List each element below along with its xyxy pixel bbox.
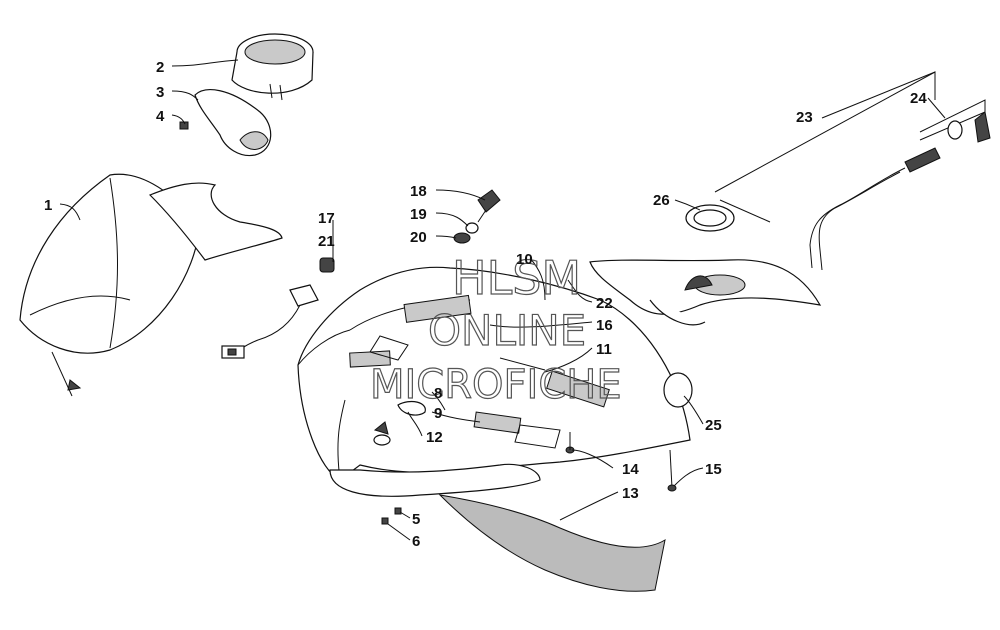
callout-15: 15: [705, 461, 722, 478]
callout-20: 20: [410, 229, 427, 246]
callout-25: 25: [705, 417, 722, 434]
light-socket: [221, 257, 335, 359]
dash-panel: [297, 266, 691, 497]
plug-cover: [663, 372, 693, 408]
watermark-line1: HLSM: [452, 251, 581, 305]
cap-ring: [685, 204, 735, 232]
callout-24: 24: [910, 90, 927, 107]
callout-2: 2: [156, 59, 164, 76]
callout-17: 17: [318, 210, 335, 227]
gauge: [231, 33, 314, 101]
fasteners: [373, 400, 677, 525]
callout-8: 8: [434, 385, 442, 402]
callout-labels: 1 2 3 4 5 6 8 9 10 11 12 13 14 15 16 17 …: [44, 59, 927, 550]
callout-12: 12: [426, 429, 443, 446]
callout-4: 4: [156, 108, 165, 125]
callout-5: 5: [412, 511, 420, 528]
callout-18: 18: [410, 183, 427, 200]
side-console: [589, 259, 822, 326]
callout-21: 21: [318, 233, 335, 250]
watermark-line3: MICROFICHE: [370, 362, 622, 408]
throttle-cable: [714, 71, 991, 271]
watermark-line2: ONLINE: [428, 306, 586, 355]
seal-strip: [438, 494, 666, 592]
callout-14: 14: [622, 461, 639, 478]
callout-13: 13: [622, 485, 639, 502]
callout-22: 22: [596, 295, 613, 312]
callout-9: 9: [434, 405, 442, 422]
ignition-key: [453, 189, 501, 244]
leader-lines: [59, 59, 946, 541]
callout-26: 26: [653, 192, 670, 209]
watermark: HLSM ONLINE MICROFICHE: [369, 250, 622, 408]
callout-19: 19: [410, 206, 427, 223]
callout-16: 16: [596, 317, 613, 334]
callout-11: 11: [596, 341, 612, 358]
callout-3: 3: [156, 84, 164, 101]
gauge-bezel: [194, 89, 272, 157]
windshield: [19, 173, 283, 397]
callout-23: 23: [796, 109, 813, 126]
callout-6: 6: [412, 533, 420, 550]
callout-10: 10: [516, 251, 533, 268]
callout-1: 1: [44, 197, 52, 214]
